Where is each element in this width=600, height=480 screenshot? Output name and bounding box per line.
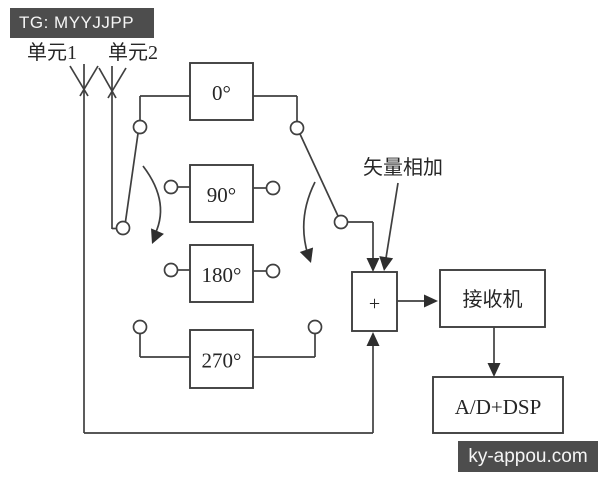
output-0-line — [253, 95, 305, 136]
dsp-box — [432, 376, 564, 434]
antenna-1-label: 单元1 — [27, 41, 77, 64]
vector-add-leader — [379, 182, 399, 271]
phase-shifter-270 — [132, 319, 323, 389]
receiver-label: 接收机 — [463, 288, 523, 311]
phase-90-label: 90° — [207, 183, 236, 207]
summing-junction-box — [351, 271, 398, 332]
vector-add-annotation: 矢量相加 — [363, 156, 443, 179]
receiver-to-dsp-arrow — [487, 327, 501, 377]
phase-180-label: 180° — [202, 263, 242, 287]
site-watermark-text: ky-appou.com — [468, 445, 588, 467]
site-watermark: ky-appou.com — [458, 441, 598, 472]
antenna-2-icon — [98, 66, 127, 230]
phase-shifter-90 — [163, 164, 281, 223]
antenna-2-label: 单元2 — [108, 41, 158, 64]
phase-0-label: 0° — [212, 81, 231, 105]
receiver-box — [439, 269, 546, 328]
right-rotation-arrow — [299, 181, 316, 263]
phase-shifter-180 — [163, 244, 281, 303]
output-selector-switch — [299, 133, 380, 272]
antenna-1-icon — [69, 64, 99, 433]
telegram-watermark-text: TG: MYYJJPP — [19, 13, 135, 32]
input-selector-switch — [115, 95, 190, 236]
sum-to-receiver-arrow — [397, 294, 438, 308]
summing-junction-label: + — [369, 293, 380, 315]
phase-shifter-0 — [189, 62, 254, 121]
antenna1-feedback-line — [84, 332, 380, 434]
left-rotation-arrow — [142, 165, 164, 244]
dsp-label: A/D+DSP — [455, 395, 542, 419]
phase-270-label: 270° — [202, 349, 242, 373]
telegram-watermark: TG: MYYJJPP — [10, 8, 154, 38]
